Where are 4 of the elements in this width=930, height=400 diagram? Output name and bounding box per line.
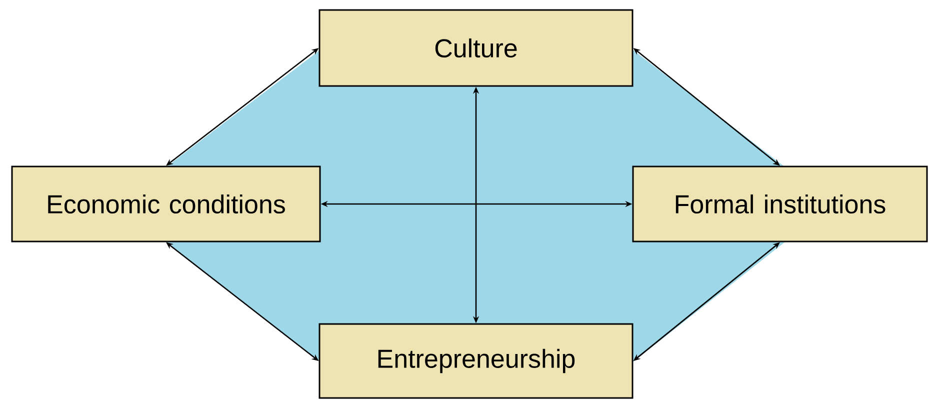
- concept-box: Economic conditions: [11, 166, 321, 242]
- concept-box: Formal institutions: [632, 166, 928, 242]
- concept-box: Entrepreneurship: [318, 323, 634, 399]
- concept-box: Culture: [318, 9, 634, 87]
